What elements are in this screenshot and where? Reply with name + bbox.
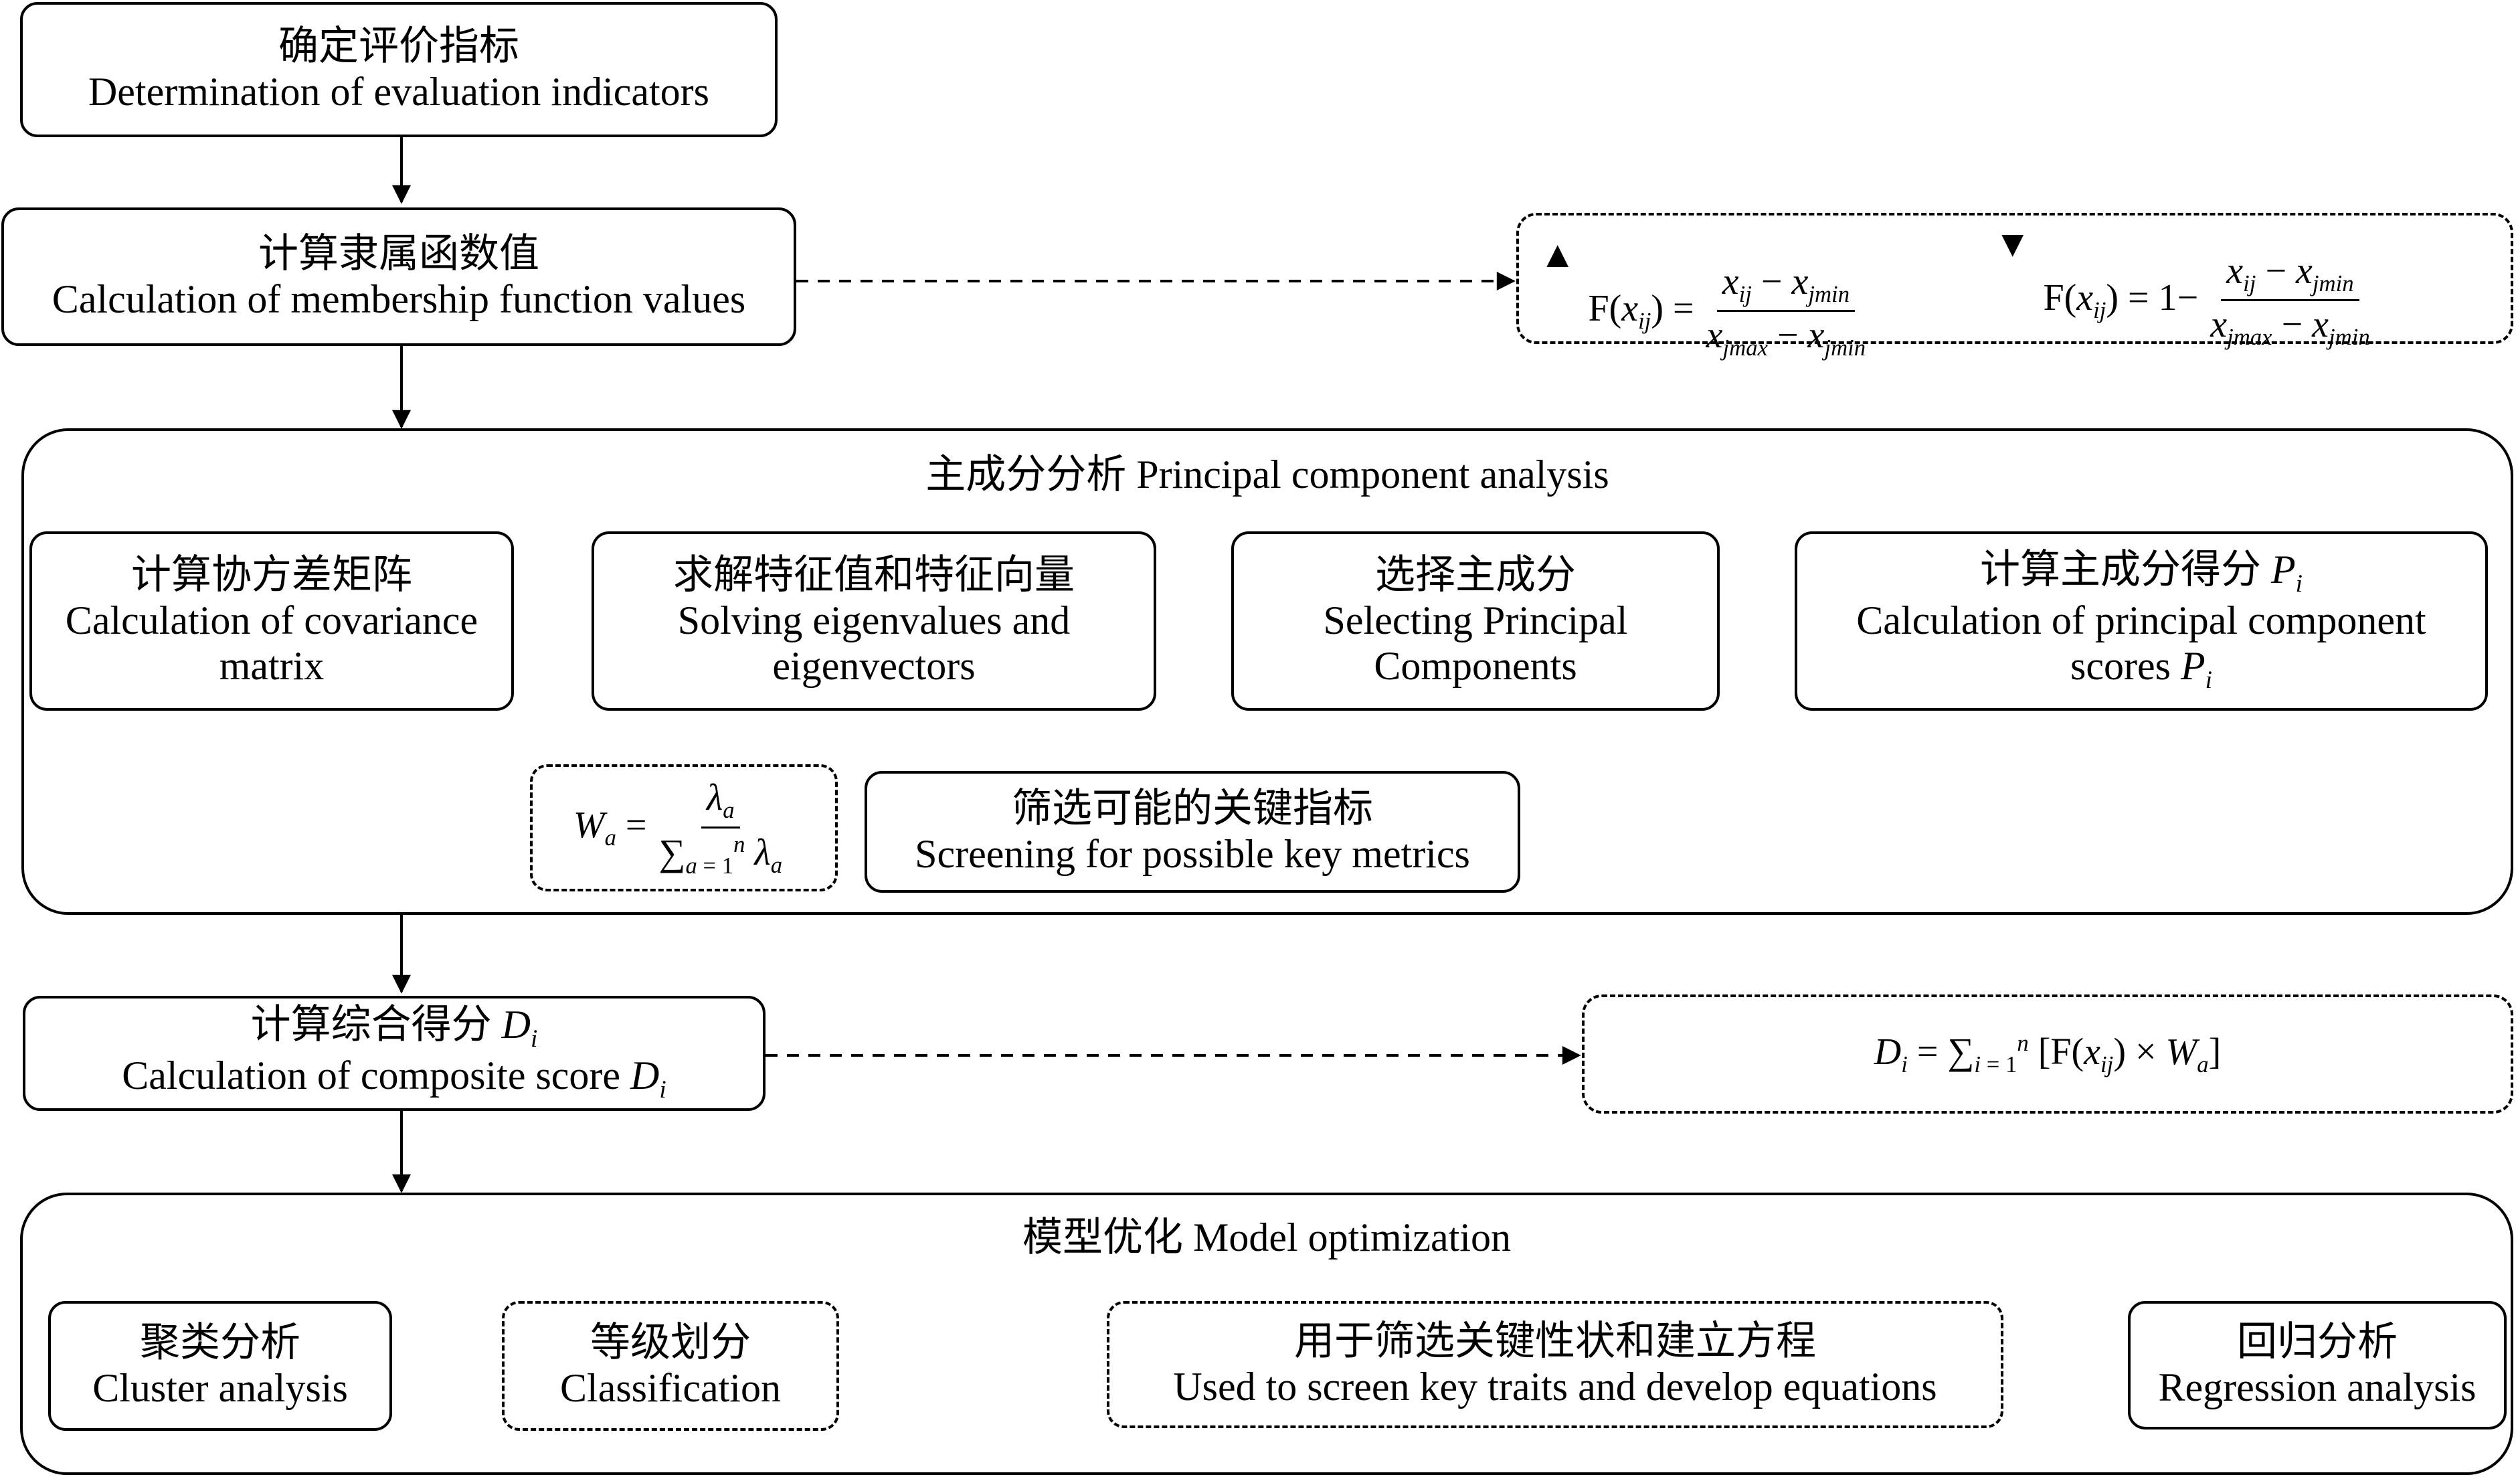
screening-en: Screening for possible key metrics	[915, 832, 1470, 876]
eigen-cn: 求解特征值和特征向量	[673, 553, 1075, 598]
scores-en-line2-wrap: scores Pi	[2070, 643, 2212, 694]
key-traits-cn: 用于筛选关键性状和建立方程	[1294, 1319, 1816, 1364]
composite-formula: Di = ∑i = 1n [F(xij) × Wa]	[1874, 1030, 2222, 1078]
screening-box: 筛选可能的关键指标 Screening for possible key met…	[865, 771, 1520, 893]
select-en-line1: Selecting Principal	[1323, 598, 1628, 643]
pca-title: 主成分分析 Principal component analysis	[925, 452, 1609, 497]
eigen-en-line2: eigenvectors	[772, 643, 976, 688]
negative-triangle-icon: ▼	[1994, 224, 2032, 265]
composite-cn-line: 计算综合得分 Di	[250, 1002, 538, 1053]
classification-box: 等级划分 Classification	[502, 1301, 839, 1431]
positive-triangle-icon: ▲	[1539, 234, 1577, 276]
regression-cn: 回归分析	[2237, 1320, 2398, 1365]
composite-en-line: Calculation of composite score Di	[122, 1053, 666, 1104]
composite-en: Calculation of composite score	[122, 1053, 621, 1098]
membership-formula-box: ▲ F(xij) = xij − xjmin xjmax − xjmin ▼ F…	[1516, 213, 2513, 361]
covariance-cn: 计算协方差矩阵	[131, 553, 412, 598]
membership-box: 计算隶属函数值 Calculation of membership functi…	[1, 207, 796, 346]
composite-box: 计算综合得分 Di Calculation of composite score…	[23, 996, 766, 1111]
determination-box: 确定评价指标 Determination of evaluation indic…	[20, 2, 778, 137]
cluster-cn: 聚类分析	[140, 1320, 300, 1365]
covariance-en-line2: matrix	[219, 643, 325, 688]
determination-en: Determination of evaluation indicators	[88, 70, 710, 114]
key-traits-box: 用于筛选关键性状和建立方程 Used to screen key traits …	[1107, 1301, 2003, 1428]
membership-cn: 计算隶属函数值	[258, 231, 539, 276]
regression-en: Regression analysis	[2158, 1365, 2477, 1409]
scores-cn: 计算主成分得分	[1980, 547, 2261, 592]
select-en-line2: Components	[1374, 643, 1577, 688]
covariance-en-line1: Calculation of covariance	[65, 598, 478, 643]
membership-formula-positive: ▲ F(xij) = xij − xjmin xjmax − xjmin	[1539, 234, 1866, 361]
eigen-box: 求解特征值和特征向量 Solving eigenvalues and eigen…	[592, 531, 1156, 711]
scores-en-line2: scores	[2070, 643, 2171, 688]
regression-box: 回归分析 Regression analysis	[2128, 1301, 2507, 1429]
classification-en: Classification	[560, 1366, 781, 1410]
select-cn: 选择主成分	[1375, 553, 1576, 598]
covariance-box: 计算协方差矩阵 Calculation of covariance matrix	[29, 531, 514, 711]
composite-cn: 计算综合得分	[250, 1002, 492, 1047]
model-title: 模型优化 Model optimization	[1022, 1215, 1511, 1259]
key-traits-en: Used to screen key traits and develop eq…	[1173, 1365, 1937, 1409]
cluster-box: 聚类分析 Cluster analysis	[48, 1301, 392, 1431]
determination-cn: 确定评价指标	[278, 24, 519, 69]
weight-formula-box: Wa = λa ∑a = 1n λa	[530, 764, 838, 891]
classification-cn: 等级划分	[590, 1320, 751, 1365]
eigen-en-line1: Solving eigenvalues and	[677, 598, 1071, 643]
scores-en-line1: Calculation of principal component	[1856, 598, 2426, 643]
scores-cn-line: 计算主成分得分 Pi	[1980, 547, 2303, 598]
screening-cn: 筛选可能的关键指标	[1012, 786, 1373, 831]
membership-formula-negative: ▼ F(xij) = 1− xij − xjmin xjmax − xjmin	[1994, 224, 2370, 351]
scores-box: 计算主成分得分 Pi Calculation of principal comp…	[1795, 531, 2488, 711]
composite-formula-box: Di = ∑i = 1n [F(xij) × Wa]	[1582, 994, 2513, 1114]
cluster-en: Cluster analysis	[92, 1366, 348, 1410]
select-box: 选择主成分 Selecting Principal Components	[1231, 531, 1720, 711]
weight-formula: Wa = λa ∑a = 1n λa	[573, 777, 783, 879]
membership-en: Calculation of membership function value…	[52, 276, 746, 321]
